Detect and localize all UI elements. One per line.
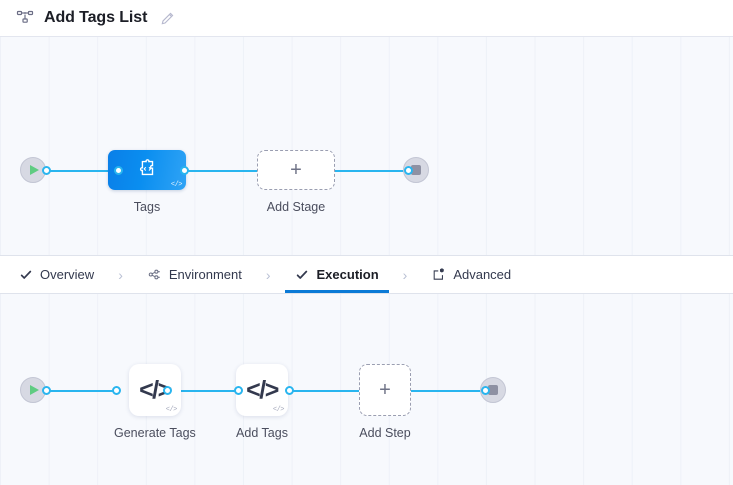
- edge-generate-tags-to-add-tags: [160, 390, 242, 392]
- step-type-badge: </>: [165, 406, 178, 414]
- play-icon: [30, 165, 39, 175]
- stage-node-tags[interactable]: </> Tags: [108, 150, 186, 214]
- connector-dot-add-tags-out[interactable]: [285, 386, 294, 395]
- tab-advanced[interactable]: Advanced: [429, 256, 513, 293]
- connector-dot-tags-in[interactable]: [114, 166, 123, 175]
- edge-tags-to-add-stage: [186, 170, 270, 172]
- add-step-button[interactable]: +: [359, 364, 411, 416]
- add-stage-label: Add Stage: [266, 200, 326, 214]
- tab-environment[interactable]: Environment: [145, 256, 244, 293]
- tab-environment-label: Environment: [168, 267, 242, 282]
- tab-overview-label: Overview: [40, 267, 95, 282]
- edge-add-tags-to-add-step: [284, 390, 362, 392]
- edge-add-step-to-end: [410, 390, 488, 392]
- page-title: Add Tags List: [44, 9, 148, 26]
- connector-dot-generate-tags-in[interactable]: [112, 386, 121, 395]
- add-step-node[interactable]: + Add Step: [359, 364, 411, 440]
- plus-icon: +: [290, 159, 302, 181]
- check-icon: [18, 267, 33, 282]
- connector-dot-step-start[interactable]: [42, 386, 51, 395]
- connector-dot-start[interactable]: [42, 166, 51, 175]
- connector-dot-generate-tags-out[interactable]: [163, 386, 172, 395]
- edge-start-to-generate-tags: [40, 390, 118, 392]
- step-node-label: Generate Tags: [114, 426, 196, 440]
- connector-dot-step-end[interactable]: [481, 386, 490, 395]
- stage-tabbar[interactable]: Overview › Environment › Execution ›: [0, 256, 733, 294]
- connector-dot-end[interactable]: [404, 166, 413, 175]
- tab-execution[interactable]: Execution: [284, 256, 389, 293]
- pipeline-icon: [14, 7, 36, 29]
- add-stage-node[interactable]: + Add Stage: [257, 150, 335, 214]
- step-node-add-tags[interactable]: </> </> Add Tags: [236, 364, 288, 440]
- advanced-settings-icon: [431, 267, 446, 282]
- plus-icon: +: [379, 379, 391, 401]
- tab-overview[interactable]: Overview: [16, 256, 96, 293]
- add-stage-button[interactable]: +: [257, 150, 335, 190]
- edge-add-stage-to-end: [330, 170, 410, 172]
- edge-start-to-tags: [40, 170, 122, 172]
- code-icon: </>: [246, 375, 279, 404]
- pencil-icon[interactable]: [159, 10, 175, 26]
- tab-execution-label: Execution: [316, 267, 379, 282]
- stage-node-label: Tags: [133, 200, 161, 214]
- tab-separator-icon: ›: [118, 266, 123, 283]
- play-icon: [30, 385, 39, 395]
- step-canvas[interactable]: </> </> Generate Tags </> </> Add Tags +…: [0, 294, 733, 485]
- stage-canvas[interactable]: </> Tags + Add Stage: [0, 37, 733, 256]
- connector-dot-add-tags-in[interactable]: [234, 386, 243, 395]
- stop-icon: [411, 165, 421, 175]
- step-node-body[interactable]: </> </>: [128, 364, 181, 416]
- pipeline-start-node[interactable]: [20, 157, 46, 183]
- tab-separator-icon: ›: [402, 266, 408, 283]
- infrastructure-icon: [147, 267, 162, 282]
- step-node-label: Add Tags: [236, 426, 288, 440]
- stop-icon: [488, 385, 498, 395]
- tab-advanced-label: Advanced: [453, 267, 512, 282]
- stage-type-badge: </>: [170, 181, 183, 189]
- connector-dot-tags-out[interactable]: [180, 166, 189, 175]
- custom-stage-icon: [136, 157, 158, 184]
- tab-separator-icon: ›: [265, 266, 271, 283]
- step-node-generate-tags[interactable]: </> </> Generate Tags: [114, 364, 196, 440]
- step-type-badge: </>: [272, 406, 285, 414]
- step-node-body[interactable]: </> </>: [236, 364, 288, 416]
- add-step-label: Add Step: [359, 426, 411, 440]
- page-header: Add Tags List: [0, 0, 733, 37]
- check-icon: [295, 267, 310, 282]
